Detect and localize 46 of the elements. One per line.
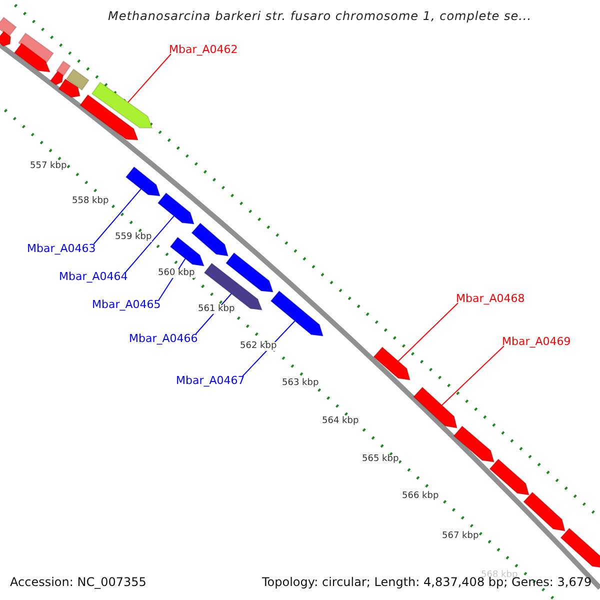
- gene-label: Mbar_A0465: [92, 299, 161, 310]
- gene-feature: [91, 82, 153, 128]
- gene-label: Mbar_A0469: [502, 336, 571, 347]
- leader-line: [93, 188, 142, 244]
- gene-feature: [412, 386, 458, 429]
- gene-feature: [270, 290, 324, 337]
- gene-label: Mbar_A0466: [129, 333, 198, 344]
- tick-label: 567 kbp: [442, 532, 479, 541]
- tick-label: 564 kbp: [322, 417, 359, 426]
- gene-feature: [522, 492, 566, 532]
- leader-line: [441, 346, 504, 406]
- tick-label: 558 kbp: [72, 197, 109, 206]
- gene-feature: [560, 528, 600, 569]
- leader-line: [398, 302, 458, 362]
- gene-feature: [14, 42, 51, 73]
- gene-feature: [125, 166, 161, 197]
- gene-feature: [170, 236, 205, 267]
- gene-feature: [373, 346, 411, 381]
- gene-feature: [0, 30, 12, 47]
- gene-feature: [58, 78, 81, 98]
- tick-label: 566 kbp: [402, 492, 439, 501]
- tick-label: 561 kbp: [198, 305, 235, 314]
- tick-label: 563 kbp: [282, 379, 319, 388]
- gene-feature: [79, 94, 139, 141]
- tick-label: 557 kbp: [30, 162, 67, 171]
- footer-text: Accession: NC_007355: [10, 576, 146, 588]
- tick-label: 559 kbp: [115, 233, 152, 242]
- gene-feature: [0, 16, 17, 38]
- gene-label: Mbar_A0468: [456, 293, 525, 304]
- gene-label: Mbar_A0462: [169, 44, 238, 55]
- tick-label: 565 kbp: [362, 455, 399, 464]
- gene-label: Mbar_A0463: [27, 243, 96, 254]
- gene-feature: [225, 252, 274, 293]
- gene-feature: [66, 68, 90, 91]
- gene-label: Mbar_A0467: [176, 375, 245, 386]
- tick-label: 560 kbp: [158, 269, 195, 278]
- title: Methanosarcina barkeri str. fusaro chromosome 1, complete se...: [108, 10, 532, 22]
- leader-line: [125, 216, 174, 272]
- gene-feature: [157, 192, 195, 225]
- gene-feature: [56, 60, 72, 76]
- tick-label: 562 kbp: [240, 342, 277, 351]
- gene-feature: [489, 458, 530, 496]
- gene-feature: [191, 222, 229, 257]
- gene-label: Mbar_A0464: [59, 271, 128, 282]
- gene-feature: [453, 425, 495, 463]
- leader-line: [128, 54, 172, 103]
